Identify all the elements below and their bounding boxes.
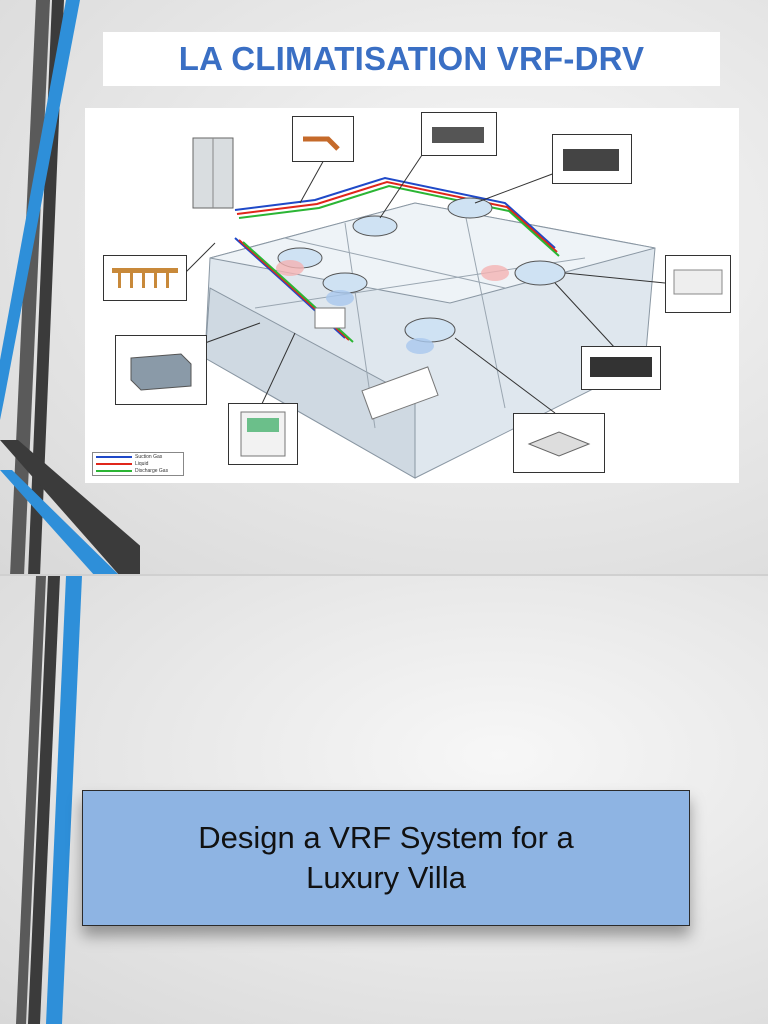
pipe-legend: Suction Gas Liquid Discharge Gas bbox=[92, 452, 184, 476]
legend-label: Discharge Gas bbox=[135, 468, 169, 474]
ceiling-unit-callout bbox=[552, 134, 632, 184]
high-static-unit-callout bbox=[581, 346, 661, 390]
duct-unit-callout bbox=[421, 112, 497, 156]
legend-label: Suction Gas bbox=[135, 454, 163, 460]
card-text: Design a VRF System for a Luxury Villa bbox=[198, 818, 574, 898]
legend-swatch bbox=[96, 456, 132, 458]
card-line-1: Design a VRF System for a bbox=[198, 820, 574, 855]
legend-item: Discharge Gas bbox=[93, 468, 183, 474]
header-manifold-callout bbox=[103, 255, 187, 301]
wall-unit-callout bbox=[665, 255, 731, 313]
legend-item: Liquid bbox=[93, 461, 183, 467]
card-line-2: Luxury Villa bbox=[306, 860, 466, 895]
slide-1: LA CLIMATISATION VRF-DRV bbox=[0, 0, 768, 576]
controller-callout bbox=[228, 403, 298, 465]
slide-title: LA CLIMATISATION VRF-DRV bbox=[178, 40, 645, 77]
legend-swatch bbox=[96, 470, 132, 472]
title-box: LA CLIMATISATION VRF-DRV bbox=[103, 32, 720, 86]
decorative-stripes bbox=[0, 0, 140, 576]
branch-pipe-callout bbox=[292, 116, 354, 162]
title-card: Design a VRF System for a Luxury Villa bbox=[82, 790, 690, 926]
legend-label: Liquid bbox=[135, 461, 149, 467]
legend-swatch bbox=[96, 463, 132, 465]
decorative-stripes bbox=[16, 576, 82, 1024]
building-illustration bbox=[184, 137, 666, 479]
cassette-unit-callout bbox=[513, 413, 605, 473]
concealed-unit-callout bbox=[115, 335, 207, 405]
legend-item: Suction Gas bbox=[93, 454, 183, 460]
vrf-diagram bbox=[85, 108, 739, 483]
